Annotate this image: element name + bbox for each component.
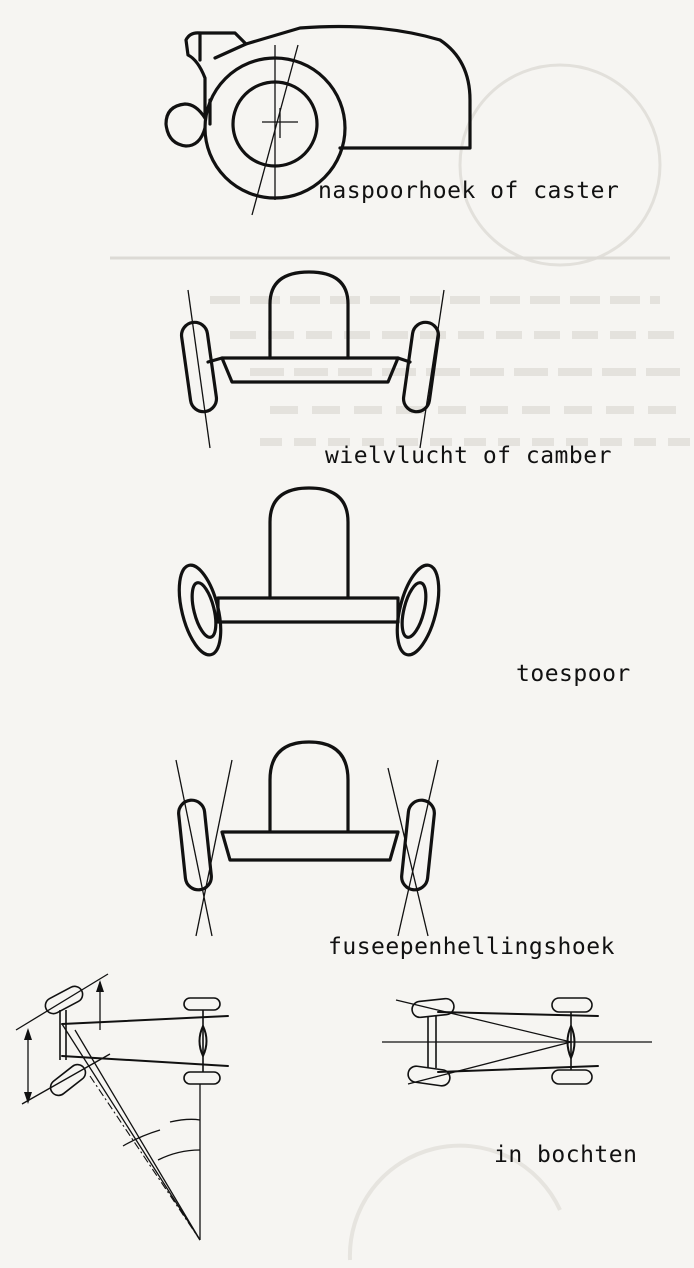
camber-right-wheel	[401, 320, 441, 414]
cornering-right-converging-lines	[395, 999, 572, 1085]
camber-caption: wielvlucht of camber	[325, 443, 612, 469]
caster-caption: naspoorhoek of caster	[318, 178, 620, 204]
cornering-left-dimension-arrows	[15, 973, 111, 1105]
cornering-right-front-wheels	[407, 997, 455, 1087]
cornering-left-rear-wheels	[183, 997, 221, 1085]
kingpin-caption: fuseepenhellingshoek	[328, 934, 615, 960]
cornering-left-steering-lines	[61, 1023, 201, 1241]
toe-right-wheel	[395, 563, 441, 657]
kingpin-body	[220, 740, 400, 862]
cornering-right-rear-wheels	[551, 997, 593, 1085]
toe-left-wheel	[177, 563, 223, 657]
camber-angle-lines	[187, 289, 445, 449]
kingpin-left-wheel	[177, 798, 213, 892]
cornering-caption: in bochten	[494, 1142, 638, 1168]
kingpin-angle-lines	[175, 759, 439, 937]
cornering-left-axle-beams	[59, 1010, 229, 1067]
kingpin-right-wheel	[400, 798, 436, 892]
caster-angle-lines	[251, 44, 299, 216]
toe-caption: toespoor	[516, 661, 631, 687]
camber-body	[206, 270, 412, 384]
